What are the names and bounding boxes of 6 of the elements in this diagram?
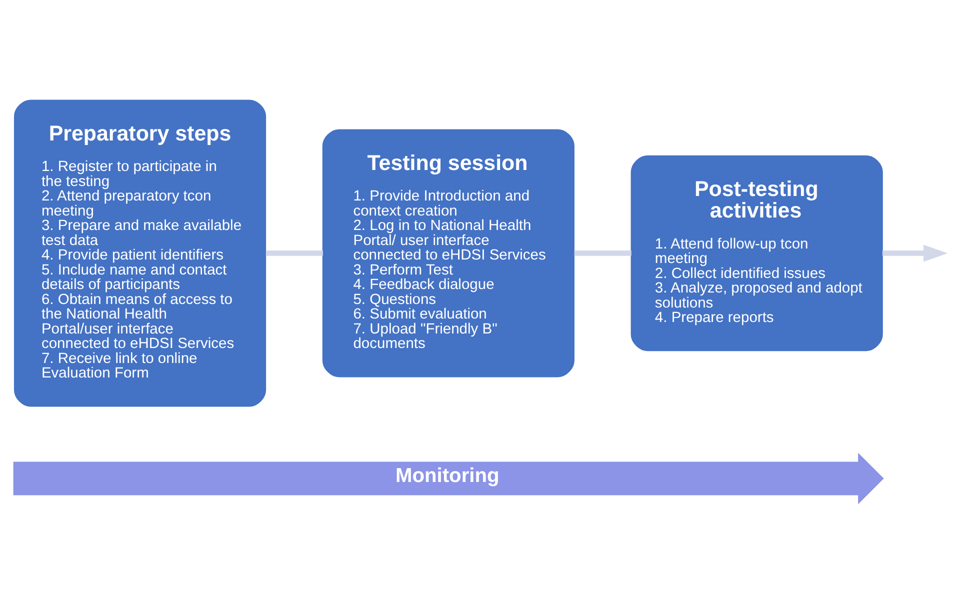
arrow [882, 244, 947, 262]
node-box: Preparatory steps 1. Register to participate in the testing 2. Attend preparatory tcon meeting 3. Prepare and make available test data 4. Provide patient identifiers 5. Include name and contact details of participants 6. Obtain means of access to the National Health Portal/user interface connected to eHDSI Services 7. Receive link to online Evaluation Form [14, 99, 266, 406]
connector [574, 250, 632, 256]
connector [266, 250, 323, 256]
node-box: Testing session 1. Provide Introduction and context creation 2. Log in to National Health Portal/ user interface connected to eHDSI Services 3. Perform Test 4. Feedback dialogue 5. Questions 6. Submit evaluation 7. Upload "Friendly B" documents [322, 128, 574, 377]
node-box: Post-testing activities 1. Attend follow-up tcon meeting 2. Collect identified issues 3. Analyze, proposed and adopt solutions 4. Prepare reports [630, 154, 883, 351]
